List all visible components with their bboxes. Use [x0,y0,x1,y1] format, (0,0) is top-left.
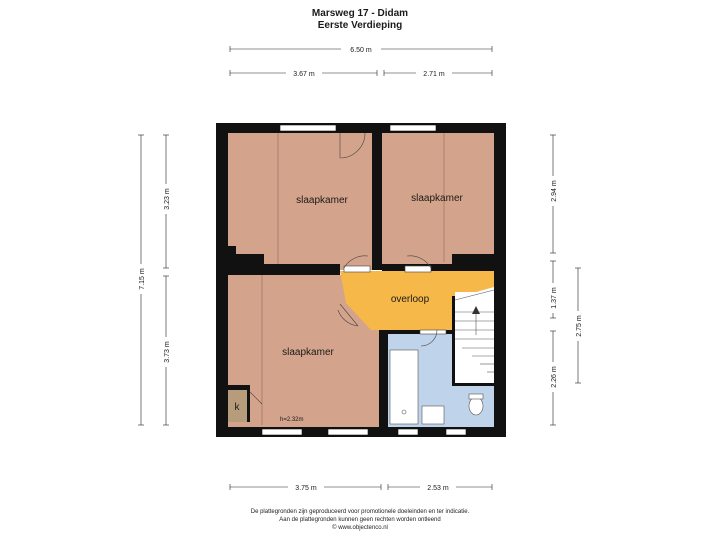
dim-bottom-right: 2.53 m [427,485,449,492]
bedroom-1-label: slaapkamer [296,195,348,206]
bedroom-2-floor [382,133,494,264]
shower [389,349,419,425]
plan-title: Marsweg 17 - Didam [311,8,409,19]
stairs [454,289,495,373]
drain [401,409,407,415]
bathroom-fixtures [389,349,484,425]
ceiling-height-note: h=2.32m [280,417,304,423]
toilet [468,396,484,416]
closet-label: k [235,402,241,413]
bedroom-2-label: slaapkamer [411,193,463,204]
dim-right-mid: 1.37 m [551,287,558,309]
dim-top-right: 2.71 m [423,71,445,78]
dim-total-width: 6.50 m [350,47,372,54]
landing-floor [340,271,494,330]
closet-floor [228,390,247,422]
dim-left-bottom: 3.73 m [164,341,171,363]
disclaimer-line-2: Aan de plattegronden kunnen geen rechten… [279,517,441,523]
dim-bottom-left: 3.75 m [295,485,317,492]
bedroom-3-label: slaapkamer [282,347,334,358]
dim-top-left: 3.67 m [293,71,315,78]
plan-subtitle: Eerste Verdieping [317,20,403,31]
bedroom-1-floor [228,133,372,270]
doors [249,132,447,405]
sink [421,405,445,425]
disclaimer-line-1: De plattegronden zijn geproduceerd voor … [250,509,470,515]
website-credit: © www.objectenco.nl [332,525,388,531]
windows [261,124,467,436]
dim-right-bottom: 2.26 m [551,366,558,388]
dim-total-depth: 7.15 m [139,268,146,290]
dim-right-outer: 2.75 m [576,315,583,337]
dim-left-top: 3.23 m [164,188,171,210]
landing-label: overloop [391,294,430,305]
dim-right-top: 2.94 m [551,180,558,202]
